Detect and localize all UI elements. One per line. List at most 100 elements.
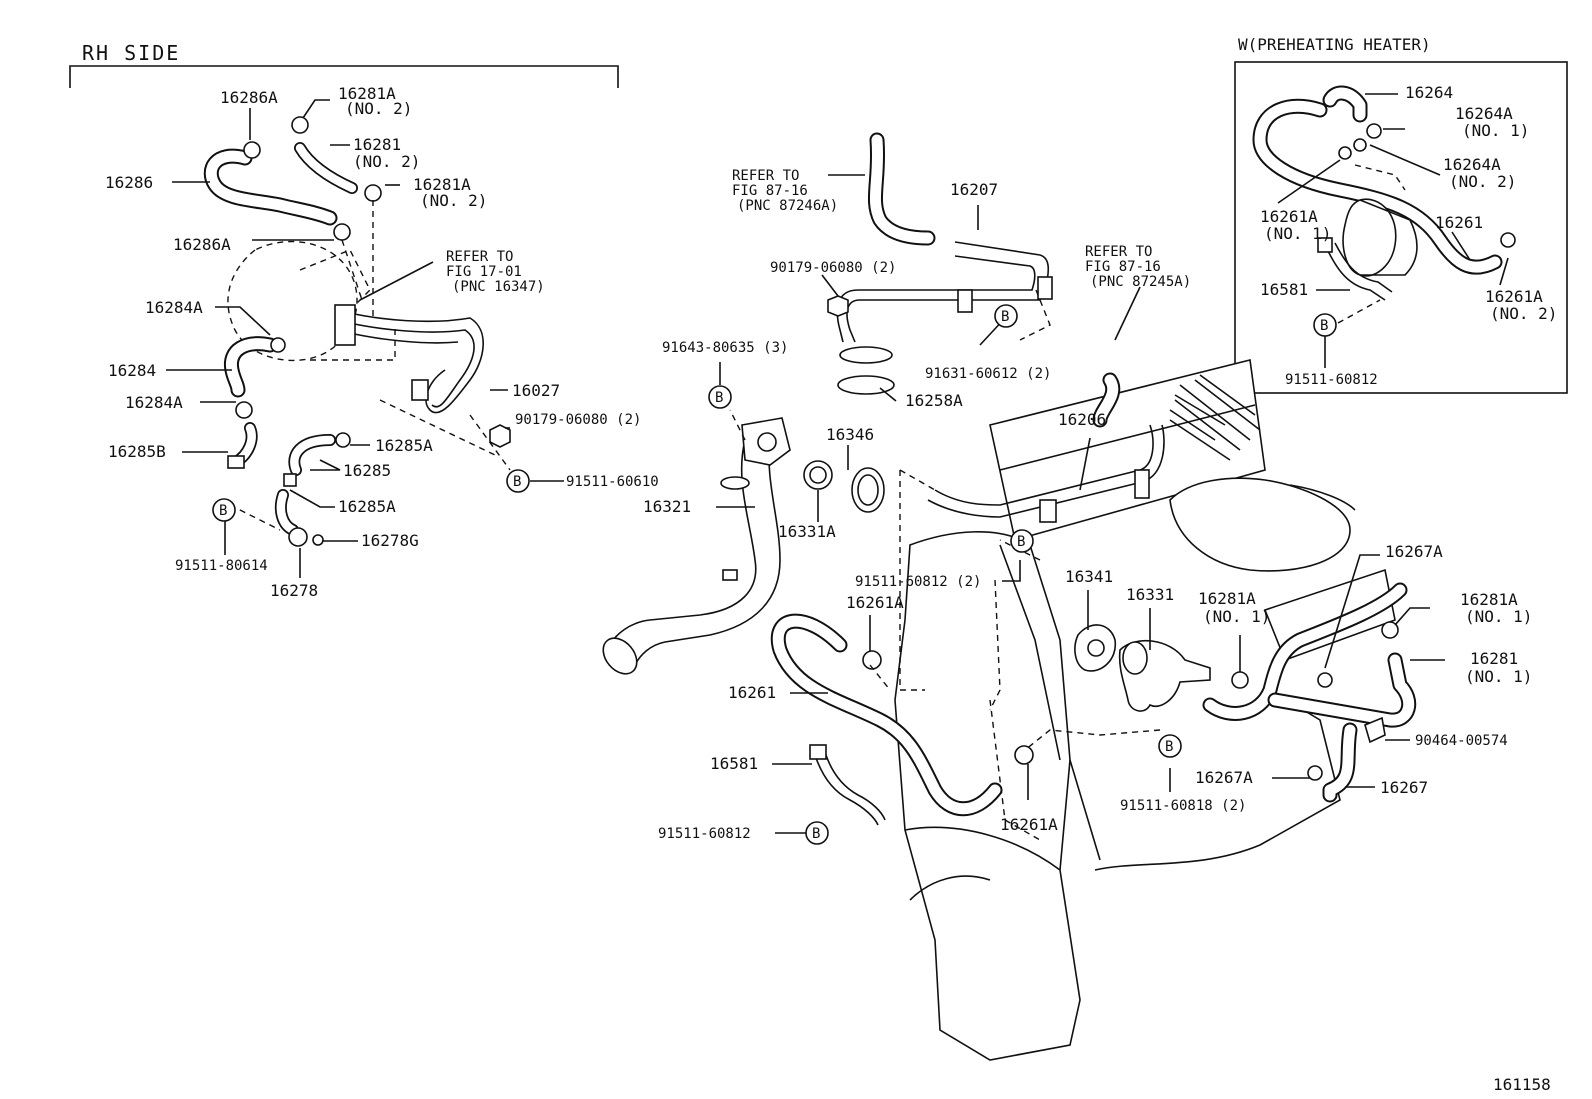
label-91511-80614: 91511-80614 [175, 558, 268, 574]
clamp-16286A-mid [333, 223, 351, 241]
gasket-16278G [312, 534, 324, 546]
label-16284A-a: 16284A [145, 298, 203, 317]
bolt-symbol-text: B [219, 503, 227, 519]
label-16281-b-no: (NO. 1) [1465, 667, 1532, 686]
label-91631: 91631-60612 (2) [925, 366, 1051, 382]
thermostat-parts [803, 460, 885, 513]
label-91511-60610: 91511-60610 [566, 474, 659, 490]
rh-side-leaders [166, 99, 564, 578]
label-16281A-top: 16281A [338, 84, 396, 103]
flange-16027 [334, 304, 356, 346]
clamp-16281A-d [1381, 621, 1399, 639]
gasket-16258A [837, 375, 895, 395]
label-16284A-b: 16284A [125, 393, 183, 412]
inset-label-16264A-1-no: (NO. 1) [1462, 121, 1529, 140]
ref2-line2: FIG 87-16 [732, 183, 808, 199]
clamp-16261A-a [862, 650, 882, 670]
pipe-16321-end [602, 637, 638, 675]
rh-side-bracket [69, 65, 619, 88]
inset-label-16261A-2: 16261A [1485, 287, 1543, 306]
label-16286A-top: 16286A [220, 88, 278, 107]
fitting-16285B [227, 455, 245, 469]
label-16207: 16207 [950, 180, 998, 199]
bolt-symbol-text: B [1320, 318, 1328, 334]
inset-clamp-16264A-2 [1353, 138, 1367, 152]
label-16281-top: 16281 [353, 135, 401, 154]
figure-number: 161158 [1493, 1075, 1551, 1094]
water-outlet-16321 [602, 417, 791, 675]
hose-16261 [770, 613, 1003, 817]
ref1-line1: REFER TO [446, 249, 513, 265]
label-16206: 16206 [1058, 410, 1106, 429]
clamp-16281A-top [291, 116, 309, 134]
label-16331A: 16331A [778, 522, 836, 541]
clip-90464 [1364, 716, 1386, 744]
label-16321: 16321 [643, 497, 691, 516]
clamp-16267A-a [1317, 672, 1333, 688]
inset-label-16264A-2: 16264A [1443, 155, 1501, 174]
label-16027: 16027 [512, 381, 560, 400]
inset-clamp-16261A-1 [1338, 146, 1352, 160]
center-leaders [716, 174, 1445, 834]
label-91511-60812-mid: 91511-60812 (2) [855, 574, 981, 590]
intake-manifold [989, 359, 1266, 541]
inset-label-16261A-1-no: (NO. 1) [1264, 224, 1331, 243]
heater-pipes [827, 132, 1165, 523]
bolt-symbol-60818 [1158, 734, 1182, 758]
ref2-line1: REFER TO [732, 168, 799, 184]
bolt-symbol-text: B [812, 826, 820, 842]
ref3-line1: REFER TO [1085, 244, 1152, 260]
label-90464: 90464-00574 [1415, 733, 1508, 749]
bolt-symbol-text: B [1017, 534, 1025, 550]
ref3-line3: (PNC 87245A) [1090, 274, 1191, 290]
label-91511-60818: 91511-60818 (2) [1120, 798, 1246, 814]
pipe-16206 [934, 424, 1154, 506]
right-hoses [1202, 582, 1417, 803]
label-16346: 16346 [826, 425, 874, 444]
clamp-16261A-b [1014, 745, 1034, 765]
hose-16261-assembly [770, 613, 1034, 826]
label-16267A-a: 16267A [1385, 542, 1443, 561]
water-inlet-parts [1074, 624, 1211, 712]
flange-16278 [288, 527, 308, 547]
label-16286: 16286 [105, 173, 153, 192]
inset-label-16261A-2-no: (NO. 2) [1490, 304, 1557, 323]
ref2-line3: (PNC 87246A) [737, 198, 838, 214]
clamp-16284A-b [235, 401, 253, 419]
inset-parts [1252, 85, 1516, 301]
ref1-line2: FIG 17-01 [446, 264, 522, 280]
bolt-symbol-80614 [212, 498, 236, 522]
label-16281A-d: 16281A [1460, 590, 1518, 609]
pipe-16027 [344, 311, 484, 414]
ref1-line3: (PNC 16347) [452, 279, 545, 295]
ref3-line2: FIG 87-16 [1085, 259, 1161, 275]
inset-clamp-16264A-1 [1366, 123, 1382, 139]
label-16278: 16278 [270, 581, 318, 600]
label-16261A-a: 16261A [846, 593, 904, 612]
housing-dash-2 [299, 249, 371, 321]
engine-block [894, 359, 1396, 1061]
label-16341: 16341 [1065, 567, 1113, 586]
label-16331: 16331 [1126, 585, 1174, 604]
inset-label-16581: 16581 [1260, 280, 1308, 299]
pipe-16321-outer [609, 439, 757, 646]
label-16285A-b: 16285A [338, 497, 396, 516]
inset-bolt-symbol [1313, 313, 1337, 337]
bolt-symbol-60612 [994, 304, 1018, 328]
inset-label-16264A-1: 16264A [1455, 104, 1513, 123]
gasket-upper [839, 346, 893, 364]
label-16281A-c-no: (NO. 1) [1203, 607, 1270, 626]
clamp-16281A-c [1231, 671, 1249, 689]
label-90179-mid: 90179-06080 (2) [770, 260, 896, 276]
clamp-16281A-mid [364, 184, 382, 202]
label-16261A-b: 16261A [1000, 815, 1058, 834]
inset-label-16261A-1: 16261A [1260, 207, 1318, 226]
label-16285B: 16285B [108, 442, 166, 461]
label-16285A-a: 16285A [375, 436, 433, 455]
inset-clamp-16261A-2 [1500, 232, 1516, 248]
bolt-symbol-text: B [513, 474, 521, 490]
bolt-symbol-60812-low [805, 821, 829, 845]
label-16581: 16581 [710, 754, 758, 773]
clamp-16286A-top [243, 141, 261, 159]
